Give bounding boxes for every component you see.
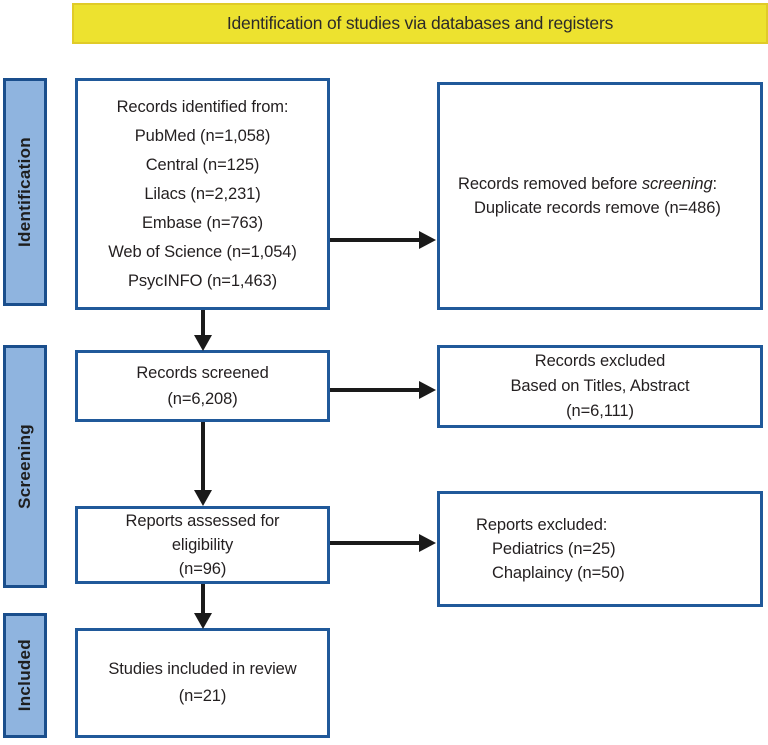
arrow-screened-to-excluded [330, 381, 436, 399]
records-identified-heading: Records identified from: [116, 97, 289, 116]
stage-included-label: Included [15, 639, 34, 712]
records-identified-embase: Embase (n=763) [141, 213, 264, 232]
records-excluded-label: Records excluded [534, 352, 666, 370]
box-reports-excluded: Reports excluded: Pediatrics (n=25) Chap… [437, 491, 763, 607]
reports-assessed-label-1: Reports assessed for [125, 512, 280, 530]
arrow-assessed-to-included [194, 584, 212, 629]
stage-screening: Screening [3, 345, 47, 588]
stage-included: Included [3, 613, 47, 738]
records-identified-psycinfo: PsycINFO (n=1,463) [127, 271, 278, 290]
box-records-excluded: Records excluded Based on Titles, Abstra… [437, 345, 763, 428]
records-identified-pubmed: PubMed (n=1,058) [134, 126, 271, 145]
stage-screening-label: Screening [15, 424, 34, 509]
box-records-screened: Records screened (n=6,208) [75, 350, 330, 422]
box-reports-assessed: Reports assessed for eligibility (n=96) [75, 506, 330, 584]
records-excluded-count: (n=6,111) [566, 402, 634, 420]
box-studies-included: Studies included in review (n=21) [75, 628, 330, 738]
stage-identification-label: Identification [15, 137, 34, 247]
records-identified-wos: Web of Science (n=1,054) [108, 242, 297, 261]
reports-assessed-count: (n=96) [178, 560, 227, 578]
studies-included-label: Studies included in review [108, 660, 297, 678]
arrow-assessed-to-excluded [330, 534, 436, 552]
arrow-identified-to-screened [194, 310, 212, 351]
records-identified-lilacs: Lilacs (n=2,231) [144, 184, 261, 203]
arrow-identified-to-removed [330, 231, 436, 249]
studies-included-count: (n=21) [178, 687, 227, 705]
records-removed-duplicates: Duplicate records remove (n=486) [474, 199, 721, 217]
records-identified-central: Central (n=125) [145, 155, 260, 174]
records-excluded-reason: Based on Titles, Abstract [510, 377, 690, 395]
records-screened-label: Records screened [136, 364, 269, 382]
records-screened-count: (n=6,208) [167, 390, 238, 408]
reports-excluded-chaplaincy: Chaplaincy (n=50) [492, 564, 625, 582]
reports-excluded-pediatrics: Pediatrics (n=25) [492, 540, 616, 558]
stage-identification: Identification [3, 78, 47, 306]
header-title: Identification of studies via databases … [226, 13, 614, 33]
header-banner: Identification of studies via databases … [72, 3, 768, 44]
reports-assessed-label-2: eligibility [171, 536, 234, 554]
reports-excluded-heading: Reports excluded: [476, 516, 608, 534]
box-records-removed: Records removed before screening: Duplic… [437, 82, 763, 310]
box-records-identified: Records identified from: PubMed (n=1,058… [75, 78, 330, 310]
arrow-screened-to-assessed [194, 422, 212, 506]
records-removed-heading: Records removed before screening: [458, 175, 718, 193]
